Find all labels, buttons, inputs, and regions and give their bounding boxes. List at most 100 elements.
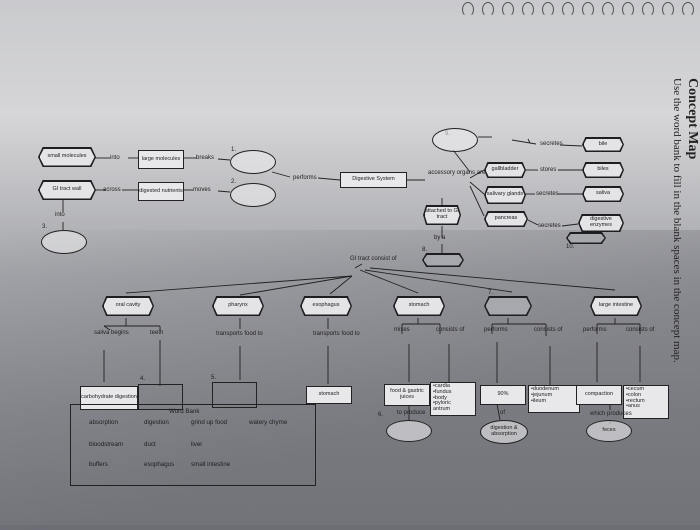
list-item: •ileum (531, 397, 547, 404)
node-digestive-enzymes: digestive enzymes (578, 214, 624, 232)
node-stomach-box: stomach (306, 386, 352, 404)
blank-number-7: 7. (488, 290, 494, 296)
label-secretes-2: secretes (536, 191, 559, 197)
blank-number-3: 3. (42, 224, 48, 230)
node-esophagus: esophagus (300, 296, 352, 316)
spiral-ring (582, 2, 594, 17)
blank-oval-6[interactable] (386, 420, 432, 442)
node-digested-nutrients: digested nutrients (138, 182, 184, 201)
node-oral-cavity: oral cavity (102, 296, 154, 316)
blank-oval-9[interactable] (432, 128, 478, 152)
blank-number-10: 10. (566, 244, 575, 250)
node-compaction: compaction (576, 385, 622, 405)
list-item: •duodenum (531, 386, 559, 392)
list-item: •rectum (626, 397, 645, 404)
blank-number-8: 8. (422, 247, 428, 253)
node-food-gastric-juices: food & gastric juices (384, 384, 430, 406)
word-bank-item: buffers (89, 461, 108, 468)
list-item: •cardia (433, 383, 450, 389)
word-bank: Word Bank absorption digestion grind up … (70, 404, 316, 486)
blank-oval-2[interactable] (230, 183, 276, 207)
word-bank-title: Word Bank (169, 408, 200, 415)
label-performs-2: performs (583, 327, 607, 333)
label-moves: moves (193, 187, 211, 193)
label-breaks: breaks (196, 155, 215, 161)
spiral-ring (682, 2, 694, 17)
label-gi-tract-consist-of: GI tract consist of (350, 256, 397, 262)
spiral-ring (462, 2, 474, 17)
label-performs: performs (293, 175, 317, 181)
label-secretes-1: secretes (540, 141, 563, 147)
label-saliva-begins: saliva begins (94, 330, 129, 336)
label-to-produce: to produce (397, 410, 426, 416)
blank-hex-10[interactable] (566, 232, 606, 244)
list-small-intestine-parts: •duodenum •jejunum •ileum (528, 385, 580, 413)
node-salivary-glands: salivary glands (484, 186, 526, 204)
word-bank-item: bloodstream (89, 441, 124, 448)
blank-number-5: 5. (211, 375, 217, 381)
word-bank-item: small intestine (191, 461, 231, 468)
label-which-produces: which produces (590, 411, 632, 417)
blank-hex-8[interactable] (422, 253, 464, 267)
node-stomach: stomach (393, 296, 445, 316)
blank-number-1: 1. (231, 147, 237, 153)
word-bank-item: absorption (89, 419, 118, 426)
node-pharynx: pharynx (212, 296, 264, 316)
node-feces: feces (586, 420, 632, 442)
node-large-molecules: large molecules (138, 150, 184, 169)
list-stomach-parts: •cardia •fundus •body •pyloric antrum (430, 382, 476, 416)
node-small-molecules: small molecules (38, 147, 96, 167)
node-digestion-absorption: digestion & absorption (480, 420, 528, 444)
node-saliva: saliva (582, 186, 624, 202)
list-item: •fundus (433, 388, 452, 395)
spiral-ring (542, 2, 554, 17)
node-biles: biles (582, 162, 624, 178)
spiral-ring (622, 2, 634, 17)
blank-oval-1[interactable] (230, 150, 276, 174)
node-attached-to-gi-tract: attached to GI tract (423, 205, 461, 225)
list-item: •jejunum (531, 391, 553, 398)
label-secretes-3: secretes (538, 223, 561, 229)
node-gallbladder: gallbladder (484, 162, 526, 178)
word-bank-item: grind up food (191, 419, 228, 426)
node-carbohydrate-digestion: carbohydrate digestion (80, 386, 138, 410)
spiral-ring (502, 2, 514, 17)
node-pancreas: pancreas (484, 211, 528, 227)
list-item: antrum (433, 406, 451, 413)
node-90-percent: 90% (480, 385, 526, 405)
list-item: •colon (626, 391, 642, 398)
label-consists-of-3: consists of (626, 327, 655, 333)
label-transports-food-to-1: transports food to (216, 331, 263, 337)
label-into-2: into (55, 212, 65, 218)
label-across: across (103, 187, 121, 193)
node-bile: bile (582, 137, 624, 152)
spiral-ring (562, 2, 574, 17)
label-stores: stores (540, 167, 557, 173)
list-large-intestine-parts: •cecum •colon •rectum •anus (623, 385, 669, 419)
spiral-ring (602, 2, 614, 17)
blank-hex-7[interactable] (484, 296, 532, 316)
spiral-ring (642, 2, 654, 17)
blank-oval-3[interactable] (41, 230, 87, 254)
word-bank-item: duct (144, 441, 156, 448)
label-teeth: teeth (150, 330, 164, 336)
blank-box-4[interactable] (138, 384, 183, 410)
label-by-a: by a (434, 235, 446, 241)
spiral-ring (522, 2, 534, 17)
blank-number-4: 4. (140, 376, 146, 382)
label-performs-1: performs (484, 327, 508, 333)
label-mixes: mixes (394, 327, 410, 333)
node-digestive-system: Digestive System (340, 172, 407, 188)
blank-box-5[interactable] (212, 382, 257, 408)
word-bank-item: digestion (144, 419, 169, 426)
label-of: of (500, 410, 506, 416)
label-consists-of-1: consists of (436, 327, 465, 333)
word-bank-item: liver (191, 441, 203, 448)
list-item: •pyloric (433, 400, 451, 407)
node-large-intestine: large intestine (590, 296, 642, 316)
word-bank-item: esophagus (144, 461, 175, 468)
blank-number-6: 6. (378, 412, 384, 418)
list-item: •anus (626, 403, 640, 410)
